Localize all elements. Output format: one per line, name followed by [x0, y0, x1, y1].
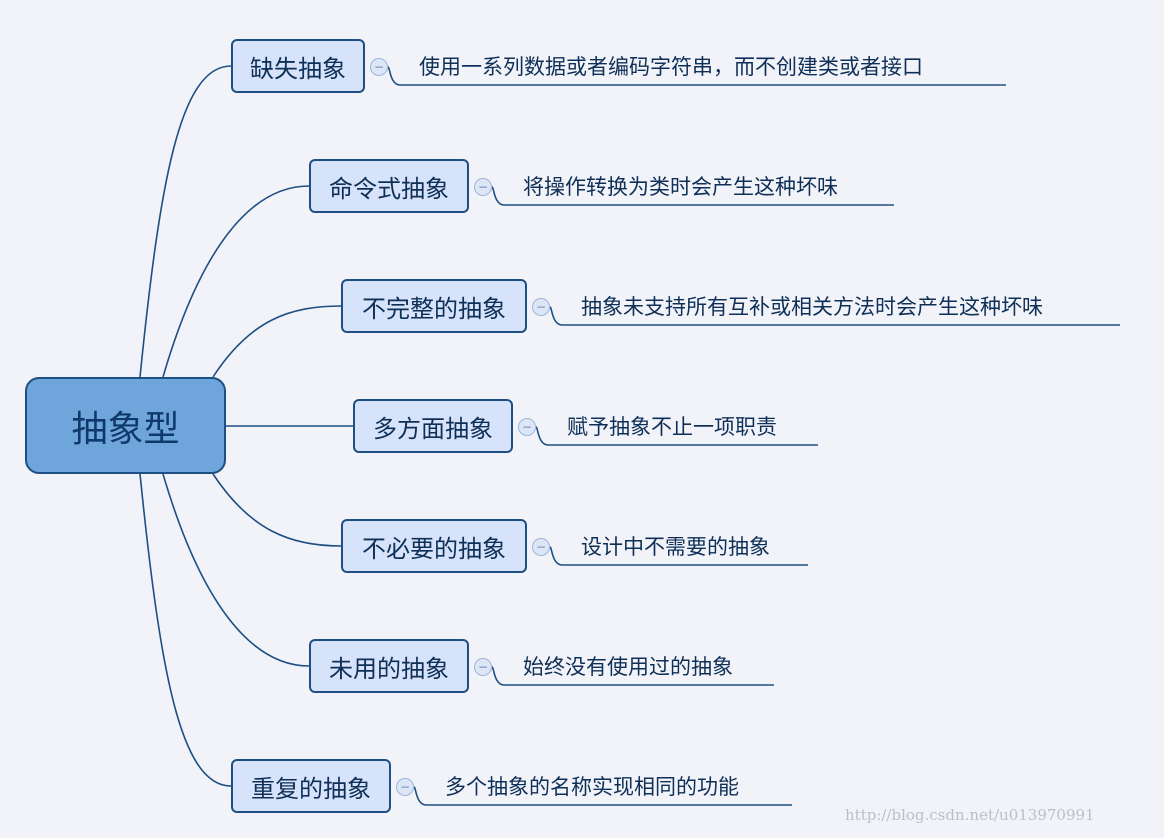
description-underline	[387, 66, 1006, 86]
branch-node-label: 重复的抽象	[251, 774, 371, 803]
description-underline	[413, 786, 792, 806]
description-underline	[491, 186, 894, 206]
branch-node-label: 不完整的抽象	[362, 294, 506, 323]
description-text: 设计中不需要的抽象	[581, 535, 770, 559]
branch-node-unnecessary-abstraction[interactable]: 不必要的抽象	[341, 519, 527, 573]
watermark: http://blog.csdn.net/u013970991	[845, 806, 1095, 824]
branch-connector	[139, 65, 232, 378]
description-text: 赋予抽象不止一项职责	[567, 415, 777, 439]
branch-node-multifaceted-abstraction[interactable]: 多方面抽象	[353, 399, 513, 453]
root-node-label: 抽象型	[71, 408, 180, 450]
branch-node-missing-abstraction[interactable]: 缺失抽象	[231, 39, 365, 93]
description-underline	[549, 546, 808, 566]
branch-connector	[139, 473, 232, 787]
root-node[interactable]: 抽象型	[25, 377, 226, 474]
description-text: 将操作转换为类时会产生这种坏味	[523, 175, 838, 199]
branch-node-imperative-abstraction[interactable]: 命令式抽象	[309, 159, 469, 213]
branch-node-unutilized-abstraction[interactable]: 未用的抽象	[309, 639, 469, 693]
description-underline	[491, 666, 774, 686]
description-text: 始终没有使用过的抽象	[523, 655, 733, 679]
branch-node-label: 命令式抽象	[329, 174, 449, 203]
description-text: 多个抽象的名称实现相同的功能	[445, 775, 739, 799]
branch-node-label: 不必要的抽象	[362, 534, 506, 563]
branch-node-incomplete-abstraction[interactable]: 不完整的抽象	[341, 279, 527, 333]
branch-node-label: 未用的抽象	[329, 654, 449, 683]
branch-node-label: 多方面抽象	[373, 414, 493, 443]
branch-node-duplicate-abstraction[interactable]: 重复的抽象	[231, 759, 391, 813]
description-text: 抽象未支持所有互补或相关方法时会产生这种坏味	[581, 295, 1043, 319]
description-text: 使用一系列数据或者编码字符串，而不创建类或者接口	[419, 55, 923, 79]
branch-connector	[212, 473, 342, 547]
collapse-toggle-icon[interactable]: −	[396, 778, 414, 796]
collapse-toggle-icon[interactable]: −	[532, 298, 550, 316]
branch-connector	[162, 473, 310, 667]
collapse-toggle-icon[interactable]: −	[370, 58, 388, 76]
branch-node-label: 缺失抽象	[250, 54, 346, 83]
description-underline	[535, 426, 818, 446]
collapse-toggle-icon[interactable]: −	[532, 538, 550, 556]
description-underline	[549, 306, 1120, 326]
collapse-toggle-icon[interactable]: −	[518, 418, 536, 436]
branch-connector	[212, 305, 342, 378]
branch-connector	[162, 185, 310, 378]
collapse-toggle-icon[interactable]: −	[474, 178, 492, 196]
collapse-toggle-icon[interactable]: −	[474, 658, 492, 676]
